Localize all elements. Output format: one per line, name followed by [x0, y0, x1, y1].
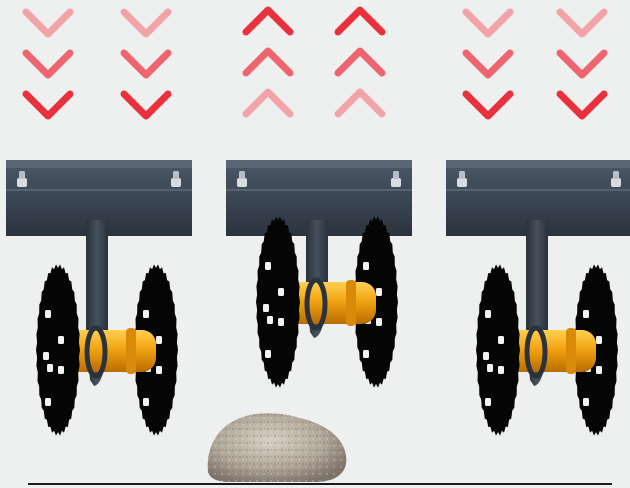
chevron-arrow-icon [26, 94, 70, 116]
frame-bolt-head [239, 171, 245, 179]
chevron-arrow-icon [246, 92, 290, 114]
bearing-collar [346, 280, 356, 326]
chevron-arrow-icon [124, 53, 168, 75]
disc-bolt-hole [156, 366, 162, 374]
disc-bolt-hole [583, 398, 589, 406]
disc-bolt-hole [376, 288, 382, 296]
disc-blade [256, 216, 300, 387]
chevron-arrow-icon [560, 94, 604, 116]
frame-bolt [17, 178, 27, 187]
chevron-arrow-icon [246, 10, 290, 32]
chevron-arrow-icon [560, 53, 604, 75]
frame-bolt [611, 178, 621, 187]
chevron-arrow-icon [560, 12, 604, 34]
disc-bolt-hole [47, 364, 53, 372]
disc-bolt-hole [143, 310, 149, 318]
frame-bolt-head [393, 171, 399, 179]
chevron-arrow-icon [466, 94, 510, 116]
chevron-arrow-icon [338, 10, 382, 32]
disc-bolt-hole [265, 350, 271, 358]
chevron-arrow-icon [466, 12, 510, 34]
frame-bolt-head [613, 171, 619, 179]
disc-bolt-hole [485, 310, 491, 318]
chevron-group [466, 12, 604, 116]
disc-blade [476, 264, 520, 435]
disc-bolt-hole [498, 336, 504, 344]
disc-bolt-hole [143, 398, 149, 406]
frame-bolt [171, 178, 181, 187]
frame-bolt-head [173, 171, 179, 179]
disc-bolt-hole [58, 336, 64, 344]
frame-bolt [237, 178, 247, 187]
disc-bolt-hole [376, 318, 382, 326]
disc-bolt-hole [596, 336, 602, 344]
frame-bolt [457, 178, 467, 187]
disc-bolt-hole [483, 352, 489, 360]
frame-top-edge [226, 160, 412, 168]
frame-top-edge [446, 160, 630, 168]
chevron-arrow-icon [338, 92, 382, 114]
disc-bolt-hole [263, 304, 269, 312]
chevron-arrow-icon [466, 53, 510, 75]
disc-unit-panel [446, 12, 630, 436]
disc-bolt-hole [278, 288, 284, 296]
disc-bolt-hole [45, 398, 51, 406]
disc-bolt-hole [58, 366, 64, 374]
disc-bolt-hole [43, 352, 49, 360]
disc-bolt-hole [267, 316, 273, 324]
stone [208, 413, 347, 482]
disc-bolt-hole [156, 336, 162, 344]
disc-bolt-hole [498, 366, 504, 374]
chevron-group [246, 10, 382, 114]
bearing-collar [566, 328, 576, 374]
chevron-arrow-icon [338, 51, 382, 73]
disc-bolt-hole [363, 350, 369, 358]
disc-bolt-hole [596, 366, 602, 374]
disc-bolt-hole [278, 318, 284, 326]
disc-blade [36, 264, 80, 435]
disc-bolt-hole [265, 262, 271, 270]
disc-bolt-hole [485, 398, 491, 406]
disc-bolt-hole [583, 310, 589, 318]
disc-unit-panel [226, 10, 412, 388]
bearing-collar [126, 328, 136, 374]
disc-bolt-hole [45, 310, 51, 318]
frame-bolt-head [459, 171, 465, 179]
chevron-group [26, 12, 168, 116]
chevron-arrow-icon [246, 51, 290, 73]
chevron-arrow-icon [26, 53, 70, 75]
disc-unit-panel [6, 12, 192, 436]
disc-bolt-hole [487, 364, 493, 372]
frame-bolt [391, 178, 401, 187]
frame-bolt-head [19, 171, 25, 179]
frame-top-edge [6, 160, 192, 168]
chevron-arrow-icon [26, 12, 70, 34]
disc-bolt-hole [363, 262, 369, 270]
chevron-arrow-icon [124, 12, 168, 34]
chevron-arrow-icon [124, 94, 168, 116]
